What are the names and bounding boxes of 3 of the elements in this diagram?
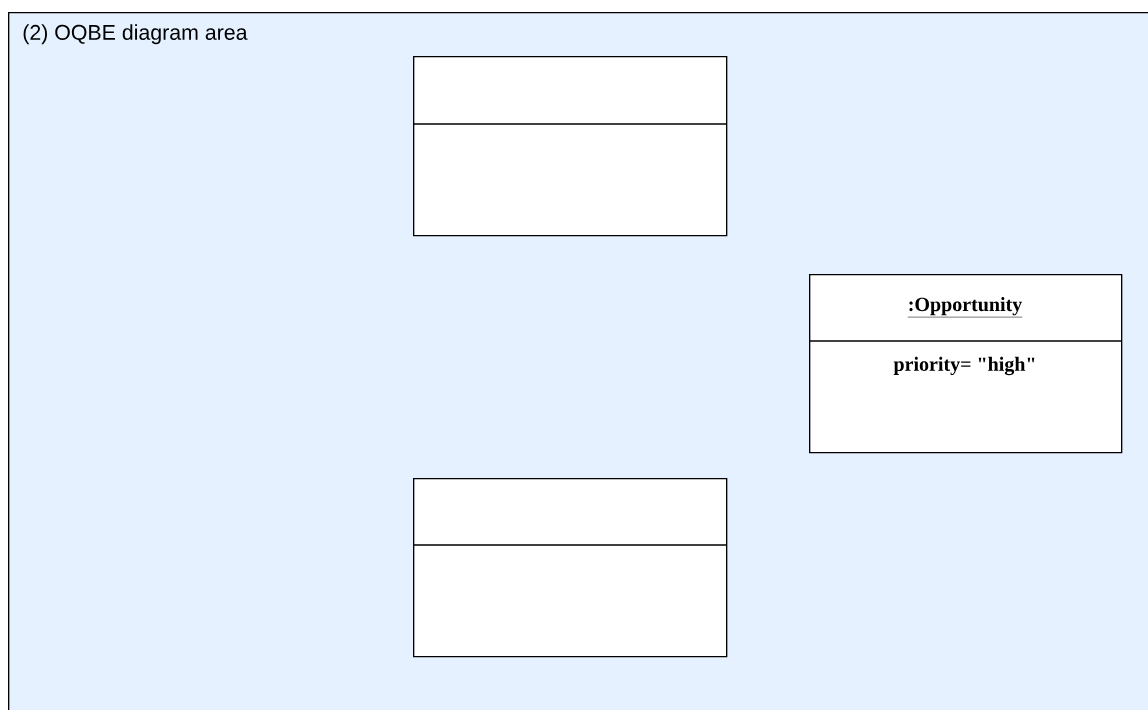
class-box — [412, 56, 728, 237]
class-box: :Opportunity priority= "high" — [808, 274, 1123, 454]
class-box — [412, 478, 728, 658]
